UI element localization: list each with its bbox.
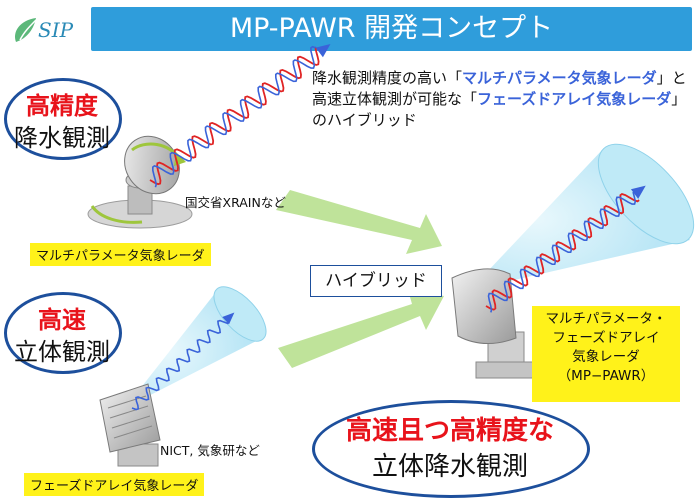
mp-pawr-line4: （MP−PAWR）	[557, 368, 655, 384]
wave-top	[149, 43, 331, 188]
mp-pawr-radar	[451, 268, 537, 379]
nict-label: NICT, 気象研など	[160, 443, 260, 458]
high-precision-label: 高精度	[26, 92, 98, 120]
high-speed-label: 高速	[38, 306, 86, 334]
wave-mid	[131, 312, 235, 411]
logo-text: SIP	[38, 18, 74, 42]
sip-logo	[10, 14, 80, 48]
green-arrow-top	[276, 190, 442, 254]
phased-array-radar-label: フェーズドアレイ気象レーダ	[24, 473, 205, 496]
mp-pawr-line3: 気象レーダ	[572, 349, 640, 365]
wave-right	[485, 185, 646, 313]
mp-pawr-line1: マルチパラメータ・	[545, 311, 667, 327]
page-title: MP-PAWR 開発コンセプト	[229, 13, 554, 44]
result-label-line2: 立体降水観測	[371, 452, 528, 482]
parabolic-antenna	[87, 135, 193, 229]
xrain-label: 国交省XRAINなど	[185, 195, 286, 210]
green-arrow-bottom	[278, 290, 444, 368]
result-label-line1: 高速且つ高精度な	[345, 416, 554, 446]
high-speed-ellipse	[4, 292, 122, 374]
multi-parameter-radar-label: マルチパラメータ気象レーダ	[30, 243, 211, 266]
mp-pawr-beam	[470, 143, 695, 290]
hybrid-label: ハイブリッド	[310, 265, 442, 297]
high-precision-ellipse	[4, 78, 122, 160]
result-ellipse	[312, 400, 590, 498]
precipitation-observation-label: 降水観測	[14, 124, 110, 152]
leaf-icon	[14, 18, 37, 42]
phased-array-radar	[99, 383, 161, 467]
mp-pawr-label-box: マルチパラメータ・ フェーズドアレイ 気象レーダ （MP−PAWR）	[532, 306, 680, 402]
title-bar	[91, 7, 692, 51]
3d-observation-label: 立体観測	[14, 338, 110, 366]
concept-description: 降水観測精度の高い「マルチパラメータ気象レーダ」と高速立体観測が可能な「フェーズ…	[312, 69, 687, 129]
mp-pawr-line2: フェーズドアレイ	[552, 330, 660, 346]
